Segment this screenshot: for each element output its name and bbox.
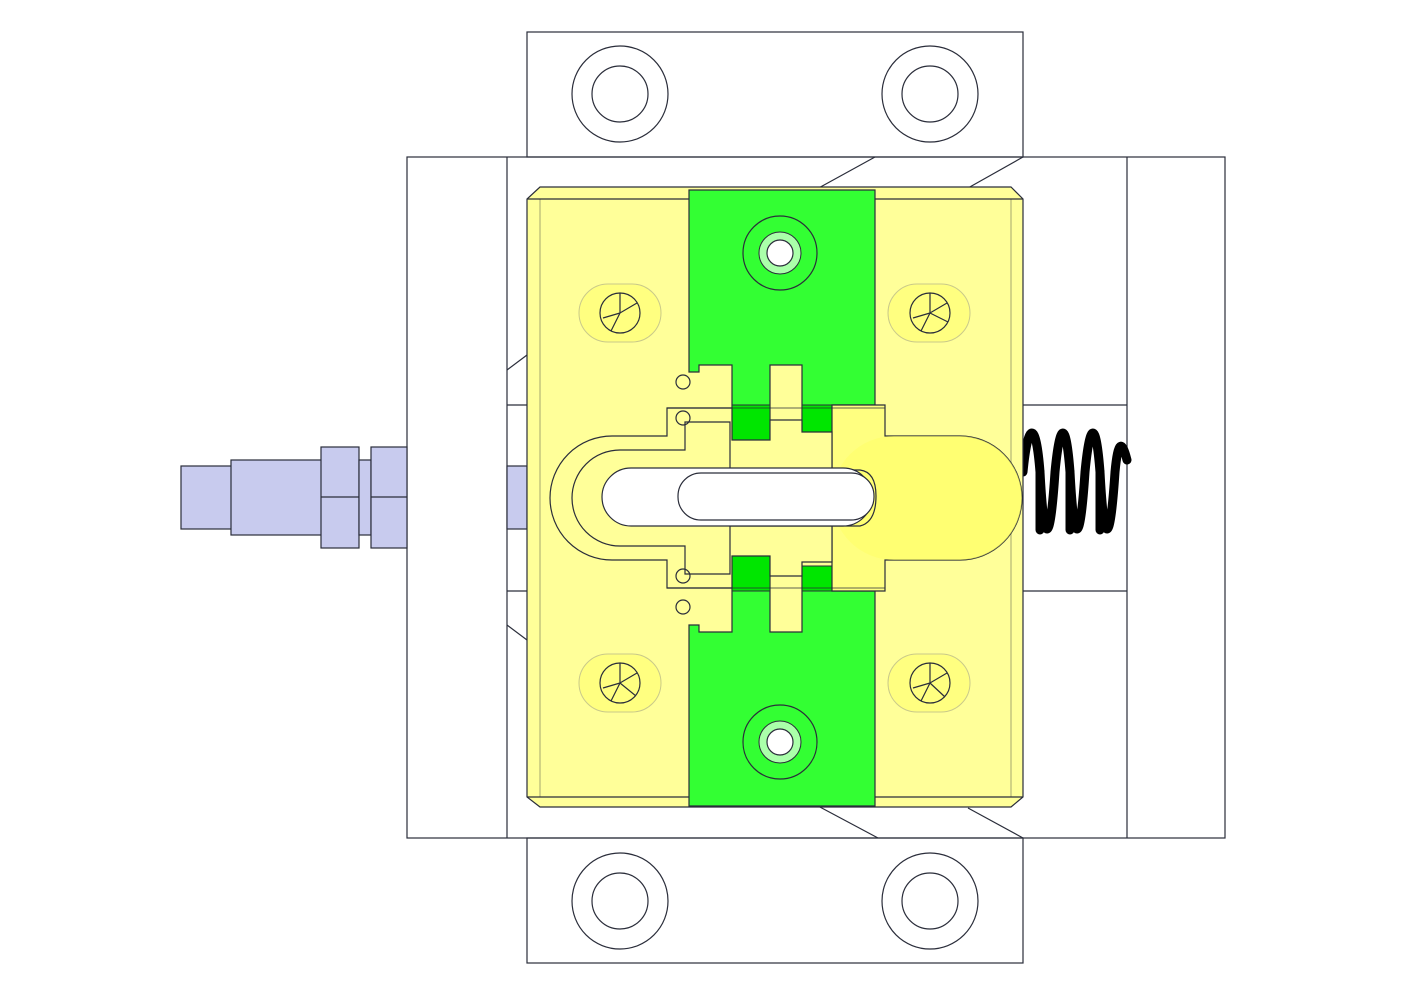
screw-bottom-right [909,662,951,704]
compression-spring [1018,428,1132,535]
top-clamp-bracket [526,31,1024,158]
slotted-yellow-plunger [549,374,1023,615]
green-insert [688,189,876,807]
bottom-clamp-bracket [526,837,1024,964]
bottom-left-mounting-hole [571,852,669,950]
screw-bottom-left [599,662,641,704]
slot-opening-inner [677,472,875,521]
bottom-right-mounting-hole [881,852,979,950]
bottom-insert-bolt [742,704,818,780]
screw-top-right [909,292,951,334]
top-left-mounting-hole [571,45,669,143]
threaded-connector [180,446,528,549]
top-right-mounting-hole [881,45,979,143]
screw-top-left [599,292,641,334]
top-insert-bolt [742,215,818,291]
